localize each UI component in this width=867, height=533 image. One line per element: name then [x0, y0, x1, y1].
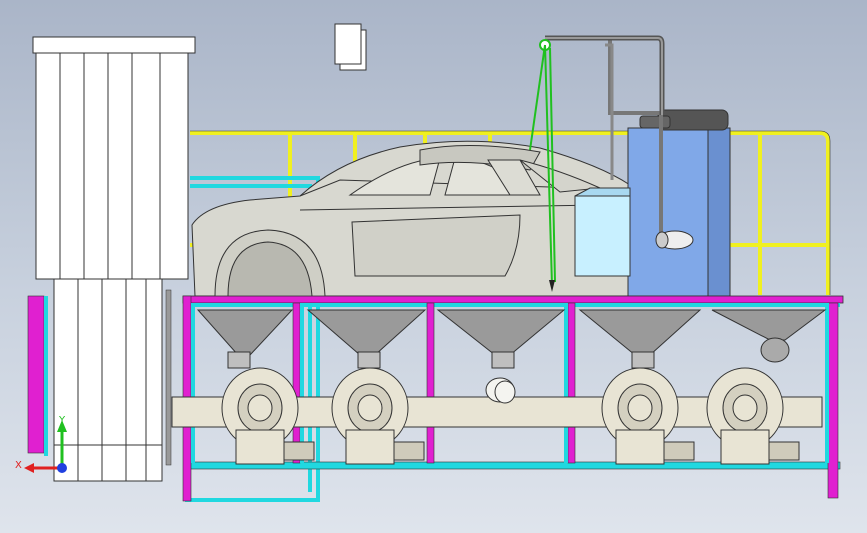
- car-body: [191, 140, 641, 297]
- cyan-frame-upper: [185, 176, 320, 502]
- hoist-cable: [529, 44, 556, 286]
- blower-1: [221, 367, 315, 465]
- filter-cabinet: [32, 36, 196, 482]
- coordinate-triad: Y X: [15, 415, 67, 473]
- control-booth: [574, 40, 731, 297]
- duct-elbow: [494, 380, 516, 404]
- blower-4: [706, 367, 800, 465]
- hoppers: [196, 309, 827, 369]
- blowers: [221, 367, 800, 465]
- z-axis-dot: [57, 463, 67, 473]
- left-support-post: [27, 289, 172, 466]
- document-icon: [334, 23, 367, 71]
- x-axis-label: X: [15, 460, 22, 471]
- blower-2: [331, 367, 425, 465]
- blower-3: [601, 367, 695, 465]
- hook-icon: [549, 280, 555, 292]
- y-axis-label: Y: [58, 415, 66, 426]
